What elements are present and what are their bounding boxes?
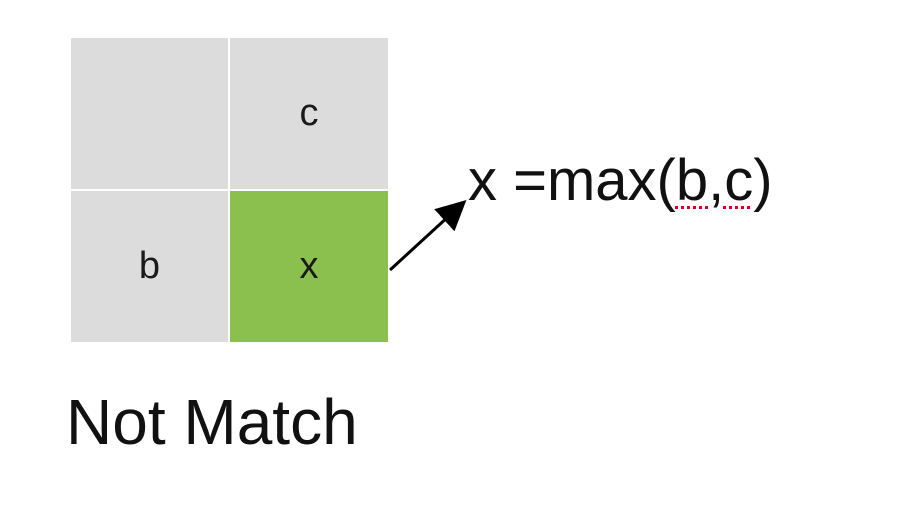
cell-top-right-c: c [230, 38, 388, 189]
cell-top-left [71, 38, 228, 189]
cell-grid: c b x [71, 38, 388, 342]
max-formula: x =max(b,c) [468, 152, 773, 210]
caption-not-match: Not Match [66, 386, 358, 458]
cell-bottom-left-b: b [71, 191, 228, 342]
formula-suffix: ) [753, 148, 773, 213]
pointer-arrow [388, 199, 467, 272]
formula-args: b,c [675, 148, 754, 213]
cell-bottom-right-x: x [230, 191, 388, 342]
formula-prefix: x =max( [468, 148, 676, 213]
